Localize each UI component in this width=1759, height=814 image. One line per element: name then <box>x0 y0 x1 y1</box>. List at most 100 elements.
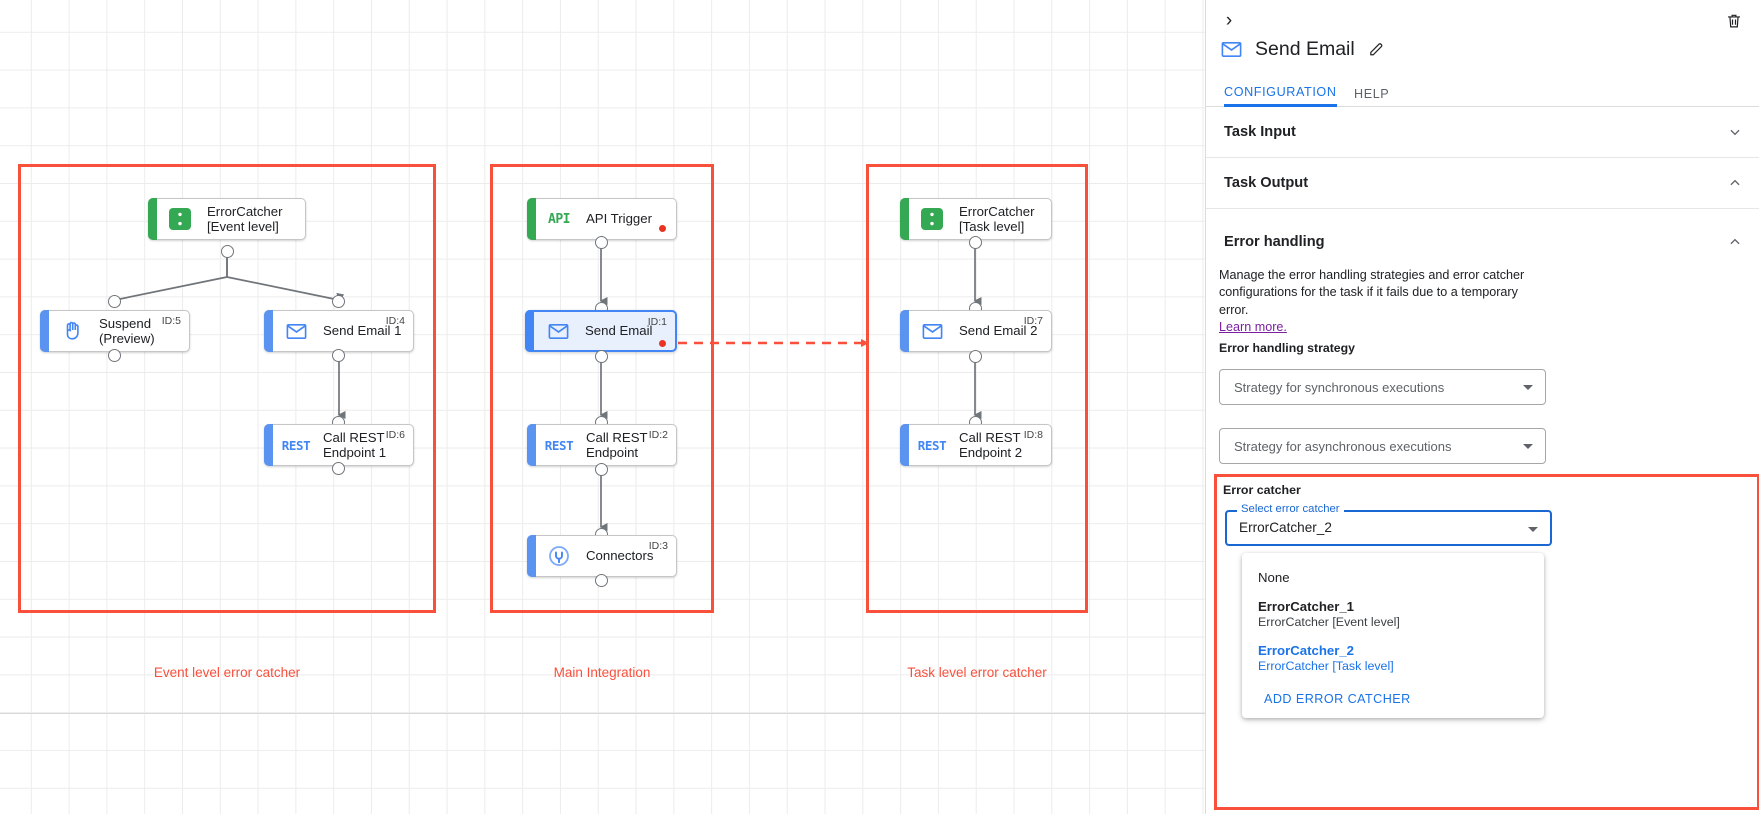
panel-tabs: CONFIGURATION HELP <box>1206 80 1759 107</box>
tab-configuration[interactable]: CONFIGURATION <box>1224 80 1337 107</box>
node-title: Connectors <box>586 548 654 564</box>
port-out-suspend[interactable] <box>108 349 121 362</box>
section-task-input[interactable]: Task Input <box>1206 107 1759 158</box>
chevron-up-icon <box>1728 235 1742 249</box>
panel-header: › Send Email <box>1206 0 1759 80</box>
chevron-down-icon <box>1523 443 1533 449</box>
menu-item-errorcatcher-2[interactable]: ErrorCatcher_2 ErrorCatcher [Task level] <box>1242 636 1544 680</box>
section-error-handling[interactable]: Error handling <box>1206 216 1759 267</box>
chevron-up-icon <box>1728 176 1742 190</box>
node-id-label: ID:4 <box>385 315 405 327</box>
node-accent-bar <box>148 198 157 240</box>
section-title: Error handling <box>1224 233 1325 250</box>
node-error-catcher-event-level[interactable]: ErrorCatcher [Event level] <box>148 198 306 240</box>
port-out-error-catcher-event[interactable] <box>221 245 234 258</box>
task-config-panel: › Send Email <box>1205 0 1759 814</box>
port-out-api-trigger[interactable] <box>595 236 608 249</box>
group-box-main-integration <box>490 164 714 613</box>
node-title: Send Email 1 <box>323 323 402 339</box>
port-in-send-email-1[interactable] <box>332 295 345 308</box>
port-out-error-catcher-task[interactable] <box>969 236 982 249</box>
node-call-rest-endpoint[interactable]: REST Call REST Endpoint ID:2 <box>527 424 677 466</box>
error-indicator-dot-send-email <box>659 340 666 347</box>
rest-icon: REST <box>917 437 947 453</box>
rest-icon: REST <box>544 437 574 453</box>
error-catcher-dropdown-menu[interactable]: None ErrorCatcher_1 ErrorCatcher [Event … <box>1242 553 1544 718</box>
section-task-output[interactable]: Task Output <box>1206 158 1759 209</box>
tab-help[interactable]: HELP <box>1354 86 1390 101</box>
group-box-task-level <box>866 164 1088 613</box>
menu-item-secondary: ErrorCatcher [Event level] <box>1258 615 1400 629</box>
node-title: Call REST Endpoint 1 <box>323 429 387 460</box>
node-title: Call REST Endpoint <box>586 429 648 460</box>
email-icon <box>543 316 573 346</box>
port-out-send-email-1[interactable] <box>332 349 345 362</box>
menu-item-errorcatcher-1[interactable]: ErrorCatcher_1 ErrorCatcher [Event level… <box>1242 592 1544 636</box>
node-id-label: ID:6 <box>385 429 405 441</box>
menu-item-none[interactable]: None <box>1242 563 1544 592</box>
async-strategy-select[interactable]: Strategy for asynchronous executions <box>1219 428 1546 464</box>
sync-strategy-select[interactable]: Strategy for synchronous executions <box>1219 369 1546 405</box>
node-title: Suspend (Preview) <box>99 315 155 346</box>
group-label-task-level: Task level error catcher <box>907 665 1047 680</box>
node-connectors[interactable]: Connectors ID:3 <box>527 535 677 577</box>
node-send-email-1[interactable]: Send Email 1 ID:4 <box>264 310 414 352</box>
menu-item-secondary: ErrorCatcher [Task level] <box>1258 659 1394 673</box>
email-icon <box>1220 38 1243 61</box>
menu-item-primary: ErrorCatcher_2 <box>1258 643 1355 658</box>
node-id-label: ID:8 <box>1023 429 1043 441</box>
select-error-catcher-value: ErrorCatcher_2 <box>1239 520 1332 535</box>
description-text: Manage the error handling strategies and… <box>1219 268 1525 317</box>
port-out-call-rest-1[interactable] <box>332 462 345 475</box>
node-send-email-selected[interactable]: Send Email ID:1 <box>525 310 677 352</box>
node-accent-bar <box>900 310 909 352</box>
node-error-catcher-task-level[interactable]: ErrorCatcher [Task level] <box>900 198 1052 240</box>
error-catcher-icon <box>165 204 195 234</box>
node-title: ErrorCatcher [Task level] <box>959 203 1035 234</box>
node-id-label: ID:7 <box>1023 315 1043 327</box>
node-accent-bar <box>527 198 536 240</box>
node-accent-bar <box>40 310 49 352</box>
group-label-event-level: Event level error catcher <box>153 665 301 680</box>
node-accent-bar <box>527 424 536 466</box>
learn-more-link[interactable]: Learn more. <box>1219 320 1287 335</box>
error-catcher-heading: Error catcher <box>1223 483 1301 497</box>
port-out-send-email-2[interactable] <box>969 350 982 363</box>
node-id-label: ID:5 <box>161 315 181 327</box>
section-title: Task Output <box>1224 175 1309 191</box>
error-catcher-highlight-block: Error catcher Select error catcher Error… <box>1214 474 1759 810</box>
rest-icon: REST <box>281 437 311 453</box>
node-send-email-2[interactable]: Send Email 2 ID:7 <box>900 310 1052 352</box>
node-id-label: ID:2 <box>648 429 668 441</box>
trash-icon[interactable] <box>1721 8 1747 34</box>
integration-canvas[interactable]: Event level error catcher Main Integrati… <box>0 0 1205 814</box>
port-out-send-email[interactable] <box>595 350 608 363</box>
email-icon <box>281 316 311 346</box>
select-error-catcher-field[interactable]: Select error catcher ErrorCatcher_2 <box>1225 503 1552 546</box>
select-error-catcher-legend: Select error catcher <box>1237 503 1344 515</box>
add-error-catcher-button[interactable]: ADD ERROR CATCHER <box>1264 692 1411 706</box>
menu-item-primary: None <box>1258 570 1290 585</box>
node-title: ErrorCatcher [Event level] <box>207 203 283 234</box>
error-handling-strategy-label: Error handling strategy <box>1219 341 1355 355</box>
chevron-down-icon <box>1528 527 1538 532</box>
group-label-main-integration: Main Integration <box>553 665 651 680</box>
group-box-event-level <box>18 164 436 613</box>
port-in-suspend[interactable] <box>108 295 121 308</box>
node-suspend[interactable]: Suspend (Preview) ID:5 <box>40 310 190 352</box>
port-out-call-rest[interactable] <box>595 463 608 476</box>
node-accent-bar <box>900 424 909 466</box>
node-api-trigger[interactable]: API API Trigger <box>527 198 677 240</box>
node-call-rest-endpoint-1[interactable]: REST Call REST Endpoint 1 ID:6 <box>264 424 414 466</box>
page-title: Send Email <box>1255 38 1355 60</box>
sync-strategy-value: Strategy for synchronous executions <box>1234 379 1445 395</box>
node-id-label: ID:3 <box>648 540 668 552</box>
node-call-rest-endpoint-2[interactable]: REST Call REST Endpoint 2 ID:8 <box>900 424 1052 466</box>
node-title: Call REST Endpoint 2 <box>959 429 1023 460</box>
chevron-right-icon[interactable]: › <box>1225 10 1233 31</box>
port-out-connectors[interactable] <box>595 574 608 587</box>
chevron-down-icon <box>1728 125 1742 139</box>
pencil-icon[interactable] <box>1367 40 1387 60</box>
error-indicator-dot-api-trigger <box>659 225 666 232</box>
